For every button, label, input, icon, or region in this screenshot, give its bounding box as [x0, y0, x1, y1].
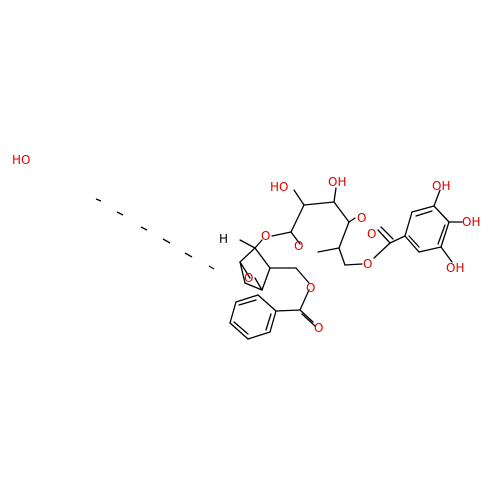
atom-labels: HO HO OH O O O O O OH OH OH O O O H	[12, 153, 480, 335]
label-o-carbonyl: O	[367, 227, 376, 241]
label-ho-gal-1: HO	[270, 180, 288, 194]
label-oh-gal-2: OH	[328, 175, 346, 189]
label-oh-phenol-3: OH	[446, 261, 464, 275]
label-o-bridge: O	[244, 271, 253, 285]
label-o-left: O	[261, 229, 270, 243]
label-o-ester2: O	[306, 281, 315, 295]
label-oh-phenol-2: OH	[462, 215, 480, 229]
label-h-methyl: H	[219, 232, 228, 246]
bond-layer	[229, 187, 463, 340]
label-o-ring-sugar: O	[294, 239, 303, 253]
label-o-benzoate-carbonyl: O	[314, 321, 323, 335]
label-ho-far: HO	[12, 153, 30, 167]
label-oh-phenol-1: OH	[432, 179, 450, 193]
label-o-ester: O	[363, 257, 372, 271]
label-o-ring: O	[357, 211, 366, 225]
hashed-wedge-chain	[95, 198, 215, 270]
